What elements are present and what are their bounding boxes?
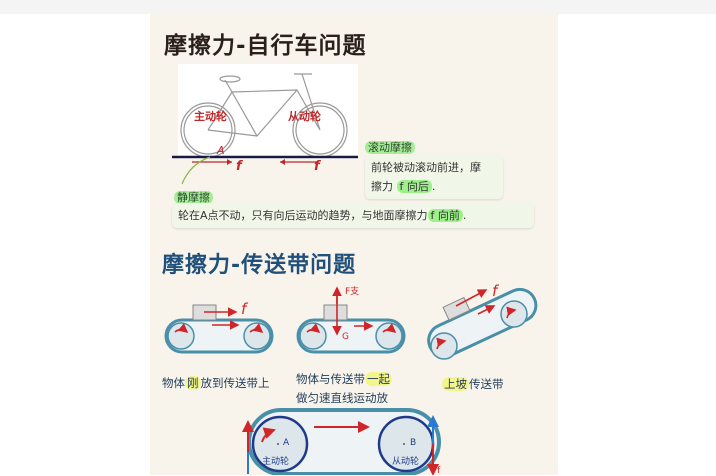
point-a-label: A (217, 144, 225, 157)
caption-conveyor-3: 上坡传送带 (442, 375, 504, 394)
static-text: 轮在A点不动，只有向后运动的趋势，与地面摩擦力 (178, 209, 428, 222)
conveyor1-f-label: f (241, 300, 247, 318)
rolling-text-2: 擦力 (371, 180, 393, 193)
bicycle-diagram (178, 64, 358, 159)
caption3-highlight: 上坡 (442, 377, 469, 391)
caption2-a: 物体与传送带 (296, 372, 365, 386)
static-tag-wrap: 静摩擦 (174, 186, 213, 205)
rolling-end: . (431, 180, 436, 193)
section1-title: 摩擦力-自行车问题 (164, 33, 367, 59)
caption1-a: 物体 (162, 376, 185, 390)
static-highlight: f 向前 (427, 209, 463, 222)
rolling-text-1: 前轮被动滚动前进，摩 (371, 161, 481, 174)
big-drive-label: 主动轮 (262, 457, 290, 467)
f-forward-label: f (236, 159, 242, 174)
static-end: . (462, 209, 467, 222)
caption2-highlight: 一起 (365, 372, 392, 386)
rolling-friction-note: 前轮被动滚动前进，摩 擦力 f 向后. (365, 155, 503, 199)
drive-wheel-label: 主动轮 (194, 110, 227, 123)
ground-forces (172, 155, 358, 185)
big-f-label: f (437, 466, 441, 476)
big-driven-label: 从动轮 (392, 457, 420, 467)
rolling-friction-tag: 滚动摩擦 (365, 141, 415, 154)
f-backward-label: f (314, 159, 320, 174)
top-bar (0, 0, 716, 14)
section2-title: 摩擦力-传送带问题 (162, 253, 357, 278)
caption-conveyor-1: 物体刚放到传送带上 (162, 374, 270, 393)
caption2-line2: 做匀速直线运动放 (296, 391, 388, 405)
wheel-b-label: B (410, 438, 417, 448)
wheel-a-label: A (283, 438, 290, 448)
document-page: 摩擦力-自行车问题 主动轮 从动轮 A f f 滚动摩擦 前轮被动滚动前进，摩 … (150, 14, 558, 476)
conveyor-diagrams (164, 286, 538, 475)
support-force-label: F支 (345, 287, 360, 297)
rolling-highlight: f 向后 (396, 180, 432, 193)
static-friction-tag: 静摩擦 (174, 191, 213, 204)
caption-conveyor-2: 物体与传送带一起做匀速直线运动放 (296, 370, 392, 408)
gravity-label: G (342, 332, 349, 342)
driven-wheel-label: 从动轮 (288, 110, 321, 123)
caption1-highlight: 刚 (185, 376, 201, 390)
caption3-b: 传送带 (469, 377, 504, 391)
caption1-b: 放到传送带上 (200, 376, 270, 390)
conveyor3-f-label: f (492, 282, 498, 300)
rolling-tag-wrap: 滚动摩擦 (365, 138, 489, 157)
